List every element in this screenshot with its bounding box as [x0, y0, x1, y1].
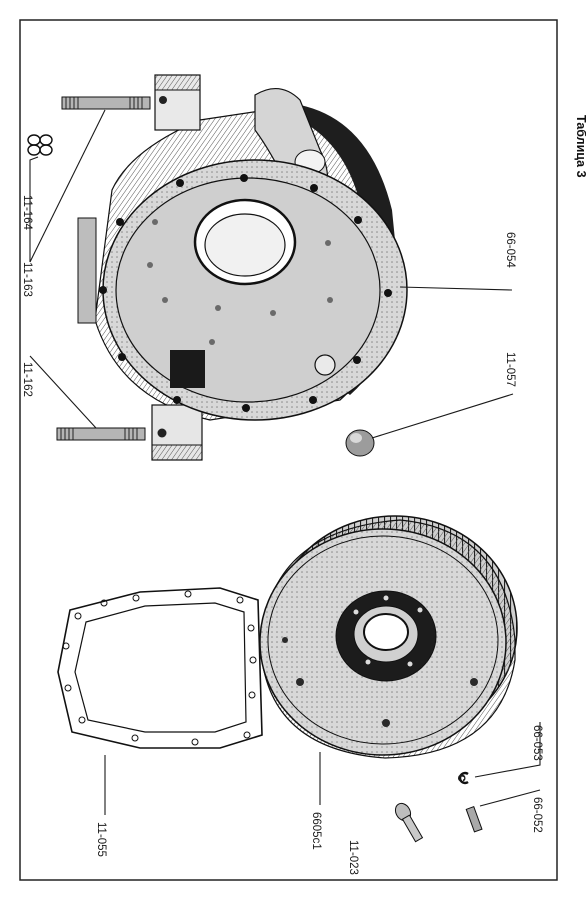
callout-11-055: 11-055: [95, 822, 107, 857]
callout-11-057: 11-057: [504, 352, 516, 387]
svg-text:11-163: 11-163: [21, 262, 33, 297]
flywheel-housing: [77, 74, 408, 461]
svg-text:66-052: 66-052: [531, 797, 543, 833]
plate-border: [19, 19, 558, 881]
svg-text:с: с: [455, 774, 471, 782]
stud-11-163: [61, 96, 151, 110]
svg-text:11-164: 11-164: [21, 195, 33, 231]
flywheel-6605c1: [259, 515, 518, 759]
ring-66-053: [458, 771, 469, 785]
svg-text:66-053: 66-053: [531, 725, 543, 761]
leader-lines: [29, 109, 541, 815]
callout-66-052: 66-052: [531, 797, 543, 833]
callout-66-054: 66-054: [504, 232, 516, 268]
stud-11-162: [56, 427, 146, 441]
svg-text:11-057: 11-057: [504, 352, 516, 387]
svg-text:11-162: 11-162: [21, 362, 33, 397]
callout-11-023: 11-023: [347, 840, 359, 875]
plate-caption: Таблица 3: [574, 115, 586, 178]
svg-text:Таблица 3: Таблица 3: [574, 115, 586, 178]
callout-11-164: 11-164: [21, 195, 33, 231]
callout-c-mark: с: [455, 774, 471, 782]
bolt-11-023: [394, 802, 424, 843]
svg-text:6605с1: 6605с1: [310, 812, 322, 850]
svg-text:66-054: 66-054: [504, 232, 516, 268]
svg-text:11-055: 11-055: [95, 822, 107, 857]
plug-11-057: [345, 429, 375, 457]
pin-66-052: [465, 805, 483, 833]
callout-11-163: 11-163: [21, 262, 33, 297]
svg-text:11-023: 11-023: [347, 840, 359, 875]
spring-clip-11-164: [27, 134, 53, 156]
callout-6605c1: 6605с1: [310, 812, 322, 850]
gasket-11-055: [57, 587, 263, 749]
callout-11-162: 11-162: [21, 362, 33, 397]
callout-66-053: 66-053: [531, 725, 543, 761]
